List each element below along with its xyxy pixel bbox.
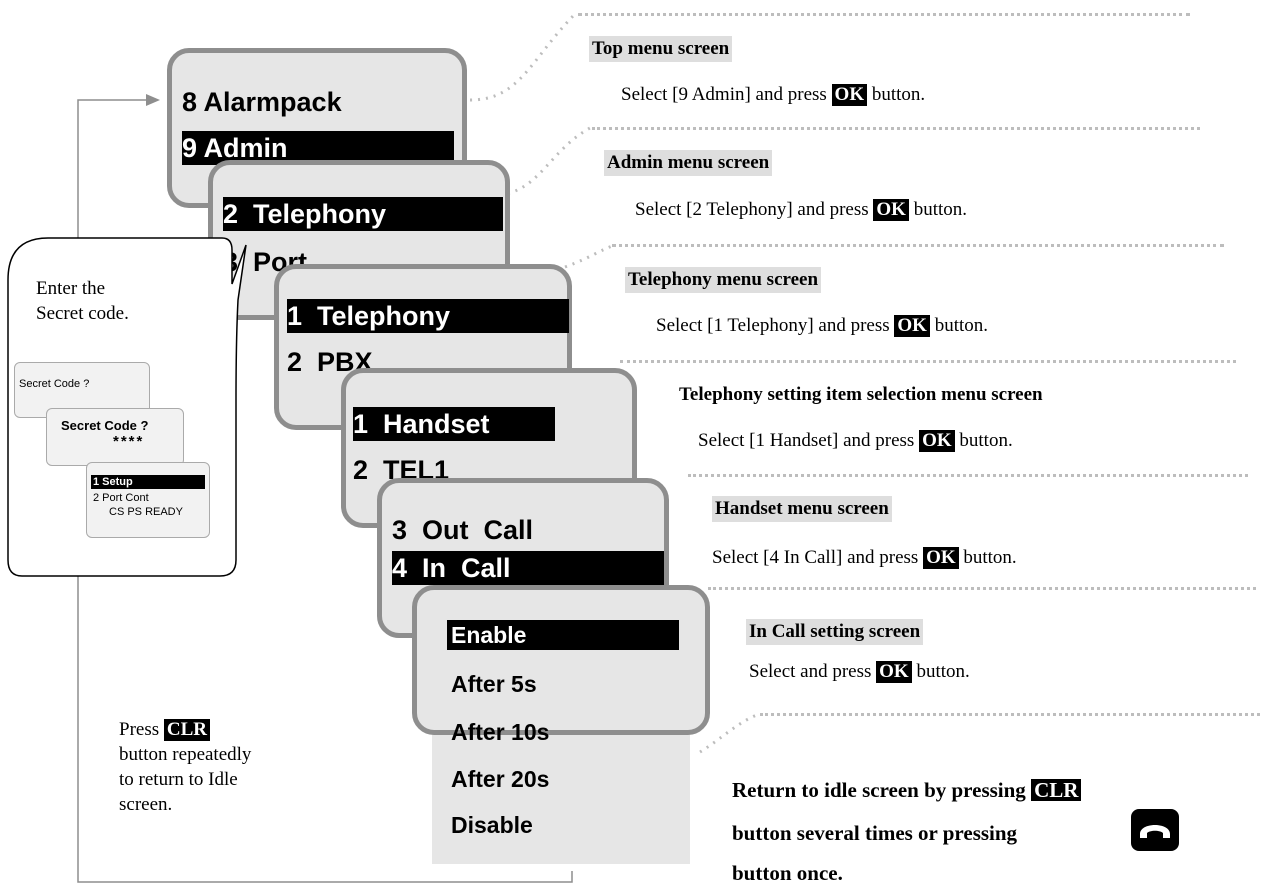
ok-key: OK bbox=[873, 199, 909, 221]
step-5-title: Handset menu screen bbox=[712, 496, 892, 522]
separator-5 bbox=[688, 474, 1248, 477]
separator-2 bbox=[592, 127, 1200, 130]
ok-key: OK bbox=[919, 430, 955, 452]
separator-6 bbox=[708, 587, 1256, 590]
incall-setting-screen bbox=[412, 585, 710, 735]
mini-screen-setup: 1 Setup 2 Port Cont CS PS READY bbox=[86, 462, 210, 538]
step-1-desc: Select [9 Admin] and press OK button. bbox=[621, 84, 926, 106]
top-menu-item-alarmpack: 8 Alarmpack bbox=[182, 87, 342, 117]
incall-option-after-5s: After 5s bbox=[451, 671, 537, 697]
ok-key: OK bbox=[831, 84, 868, 106]
incall-option-enable: Enable bbox=[447, 620, 679, 650]
separator-7 bbox=[760, 713, 1260, 716]
top-menu-item-admin: 9 Admin bbox=[182, 131, 454, 165]
telephony-menu-item-telephony: 1 Telephony bbox=[287, 299, 569, 333]
step-3-desc: Select [1 Telephony] and press OK button… bbox=[656, 315, 989, 337]
return-note-line-1: Return to idle screen by pressing CLR bbox=[732, 770, 1082, 810]
return-note-line-2: button several times or pressing bbox=[732, 821, 1018, 845]
ok-key: OK bbox=[923, 547, 959, 569]
step-4-title: Telephony setting item selection menu sc… bbox=[679, 384, 1043, 405]
handset-menu-item-in-call: 4 In Call bbox=[392, 551, 664, 585]
step-5-desc: Select [4 In Call] and press OK button. bbox=[712, 547, 1017, 569]
step-3-title: Telephony menu screen bbox=[625, 267, 822, 293]
incall-option-after-10s: After 10s bbox=[451, 719, 550, 745]
step-2-title: Admin menu screen bbox=[604, 150, 773, 176]
clr-key: CLR bbox=[163, 719, 210, 741]
step-6-desc: Select and press OK button. bbox=[749, 661, 970, 683]
clr-key: CLR bbox=[1031, 779, 1082, 801]
separator-1 bbox=[578, 13, 1190, 16]
setting-item-handset: 1 Handset bbox=[353, 407, 555, 441]
left-note: Press CLR button repeatedly to return to… bbox=[119, 719, 252, 815]
callout-line-1: Enter the bbox=[36, 278, 106, 299]
step-1-title: Top menu screen bbox=[589, 36, 733, 62]
step-4-desc: Select [1 Handset] and press OK button. bbox=[698, 430, 1013, 452]
hang-up-icon bbox=[1131, 809, 1179, 851]
ok-key: OK bbox=[894, 315, 930, 337]
step-6-title: In Call setting screen bbox=[746, 619, 924, 645]
handset-menu-item-out-call: 3 Out Call bbox=[392, 515, 534, 545]
incall-option-disable: Disable bbox=[451, 812, 533, 838]
admin-menu-item-telephony: 2 Telephony bbox=[223, 197, 503, 231]
separator-4 bbox=[620, 360, 1236, 363]
return-note-line-3: button once. bbox=[732, 861, 843, 885]
ok-key: OK bbox=[876, 661, 912, 683]
incall-option-after-20s: After 20s bbox=[451, 766, 550, 792]
separator-3 bbox=[612, 244, 1224, 247]
callout-line-2: Secret code. bbox=[36, 303, 129, 324]
step-2-desc: Select [2 Telephony] and press OK button… bbox=[635, 199, 968, 221]
mini-screen-secret-code-entered: Secret Code ? **** bbox=[46, 408, 184, 466]
